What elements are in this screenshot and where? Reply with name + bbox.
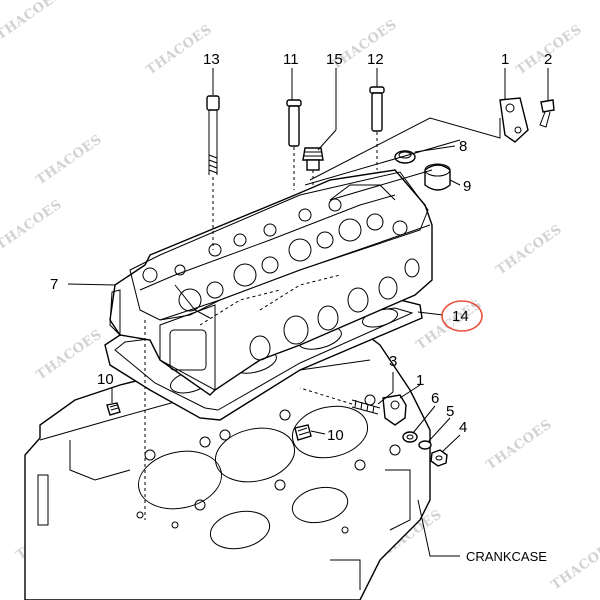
watermark: THACOES [0, 0, 65, 43]
callout-13: 13 [203, 51, 220, 68]
watermark: THACOES [0, 197, 65, 253]
crankcase-label: CRANKCASE [466, 549, 547, 564]
lifting-hook-1-bottom [382, 394, 407, 426]
callout-8: 8 [459, 138, 467, 155]
watermark: THACOES [34, 132, 105, 188]
cap-9 [424, 163, 451, 191]
head-bolt-13 [206, 95, 220, 250]
callout-1-bottom: 1 [416, 372, 424, 389]
plug-8 [394, 150, 416, 164]
callout-12: 12 [367, 51, 384, 68]
cylinder-head [109, 169, 433, 396]
crankcase [24, 329, 431, 600]
bolt-2 [539, 99, 555, 128]
leader-lines [67, 68, 549, 557]
callout-labels: 13 11 15 12 1 2 8 9 7 14 3 1 6 5 4 10 10… [50, 51, 552, 564]
valve-guide-11 [286, 99, 302, 190]
callout-11: 11 [283, 51, 299, 68]
screw-10-left [106, 402, 121, 416]
callout-3: 3 [389, 353, 397, 370]
callout-10-right: 10 [327, 427, 344, 444]
callout-5: 5 [446, 403, 454, 420]
watermark: THACOES [34, 327, 105, 383]
highlight-ring-14 [441, 300, 483, 332]
watermark: THACOES [484, 417, 555, 473]
watermark: THACOES [414, 297, 485, 353]
washer-6 [402, 431, 418, 443]
washer-5 [418, 440, 432, 450]
callout-4: 4 [459, 419, 467, 436]
valve-guide-12 [369, 86, 385, 170]
callout-10-left: 10 [97, 371, 114, 388]
callout-6: 6 [431, 390, 439, 407]
nut-4 [430, 449, 448, 467]
callout-14: 14 [452, 308, 469, 325]
screw-10-right [294, 424, 312, 441]
callout-2: 2 [544, 51, 552, 68]
watermark: THACOES [494, 222, 565, 278]
stud-bolt-3 [299, 387, 381, 415]
callout-1-top: 1 [501, 51, 509, 68]
lifting-hook-1-top [499, 97, 529, 143]
watermark: THACOES [549, 537, 600, 593]
valve-stem-seal-15 [302, 147, 324, 185]
callout-7: 7 [50, 276, 58, 293]
callout-15: 15 [326, 51, 343, 68]
callout-9: 9 [463, 178, 471, 195]
